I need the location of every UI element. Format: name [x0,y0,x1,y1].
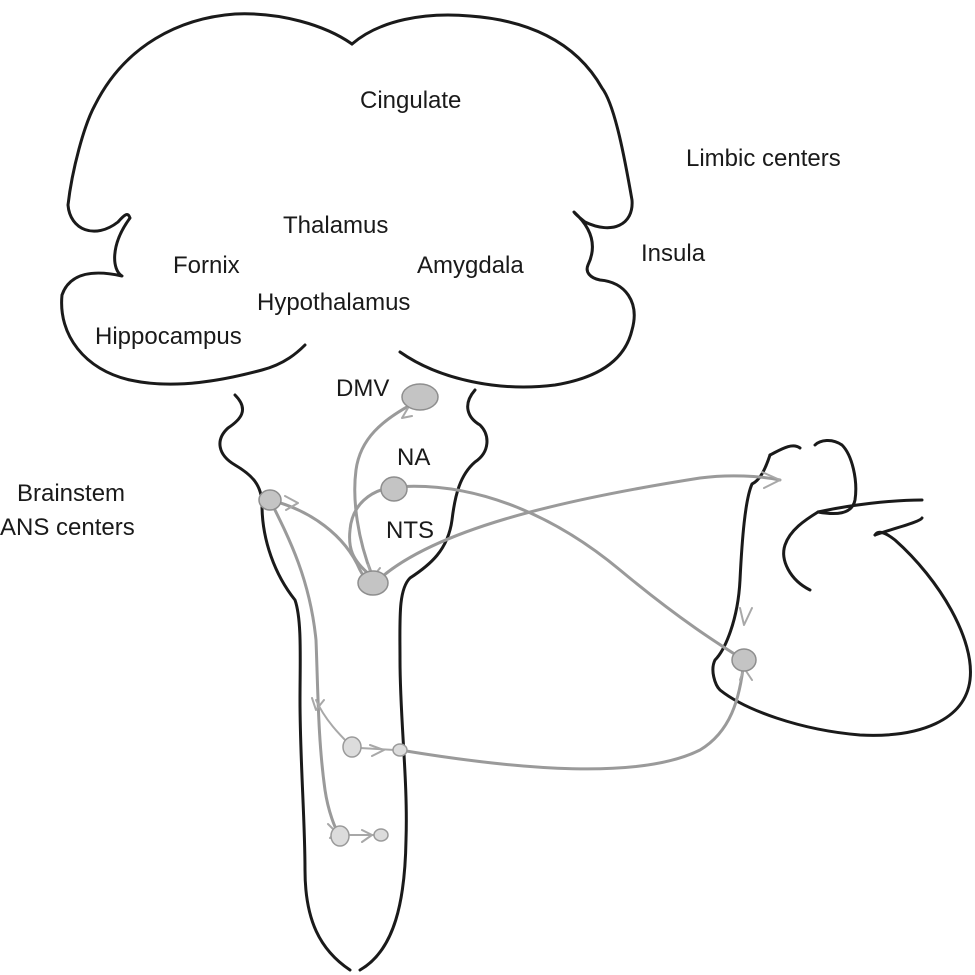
label-nts: NTS [386,517,434,544]
heart-atrium [782,510,820,592]
label-limbic-centers: Limbic centers [686,145,841,172]
nts-nucleus [357,570,389,596]
label-insula: Insula [641,240,706,267]
label-fornix: Fornix [173,252,240,279]
spinal-ganglion-upper [342,736,362,758]
label-ans-centers: ANS centers [0,514,135,541]
brainstem-lateral-nucleus [258,489,282,511]
label-dmv: DMV [336,375,389,402]
spinal-ganglion-lower [330,825,350,847]
label-cingulate: Cingulate [360,87,461,114]
paravertebral-ganglion-upper [392,743,408,757]
na-efferent-nerve [392,484,746,662]
label-hippocampus: Hippocampus [95,323,242,350]
label-hypothalamus: Hypothalamus [257,289,410,316]
brainstem-lateral-nerve [268,498,377,587]
label-brainstem: Brainstem [17,480,125,507]
heart-outline [711,453,972,737]
brainstem-outline-right [358,388,489,972]
label-thalamus: Thalamus [283,212,388,239]
paravertebral-ganglion-lower [373,828,389,842]
brain-outline [60,12,354,386]
descending-sympathetic-nerve [268,498,342,837]
ganglion-terminal-mark [284,495,385,843]
synapse-lower-nerve [349,747,396,836]
cardiac-sympathetic-nerve [398,658,746,771]
label-amygdala: Amygdala [417,252,524,279]
nts-to-heart-nerve [373,474,782,585]
label-na: NA [397,444,430,471]
heart-aorta [768,439,924,537]
dmv-efferent-nerve [353,398,422,577]
cardiac-ganglion [731,648,757,672]
dmv-nucleus [401,383,439,411]
brain-outline-right [350,13,636,389]
brainstem-outline-left [218,393,352,972]
na-nucleus [380,476,408,502]
